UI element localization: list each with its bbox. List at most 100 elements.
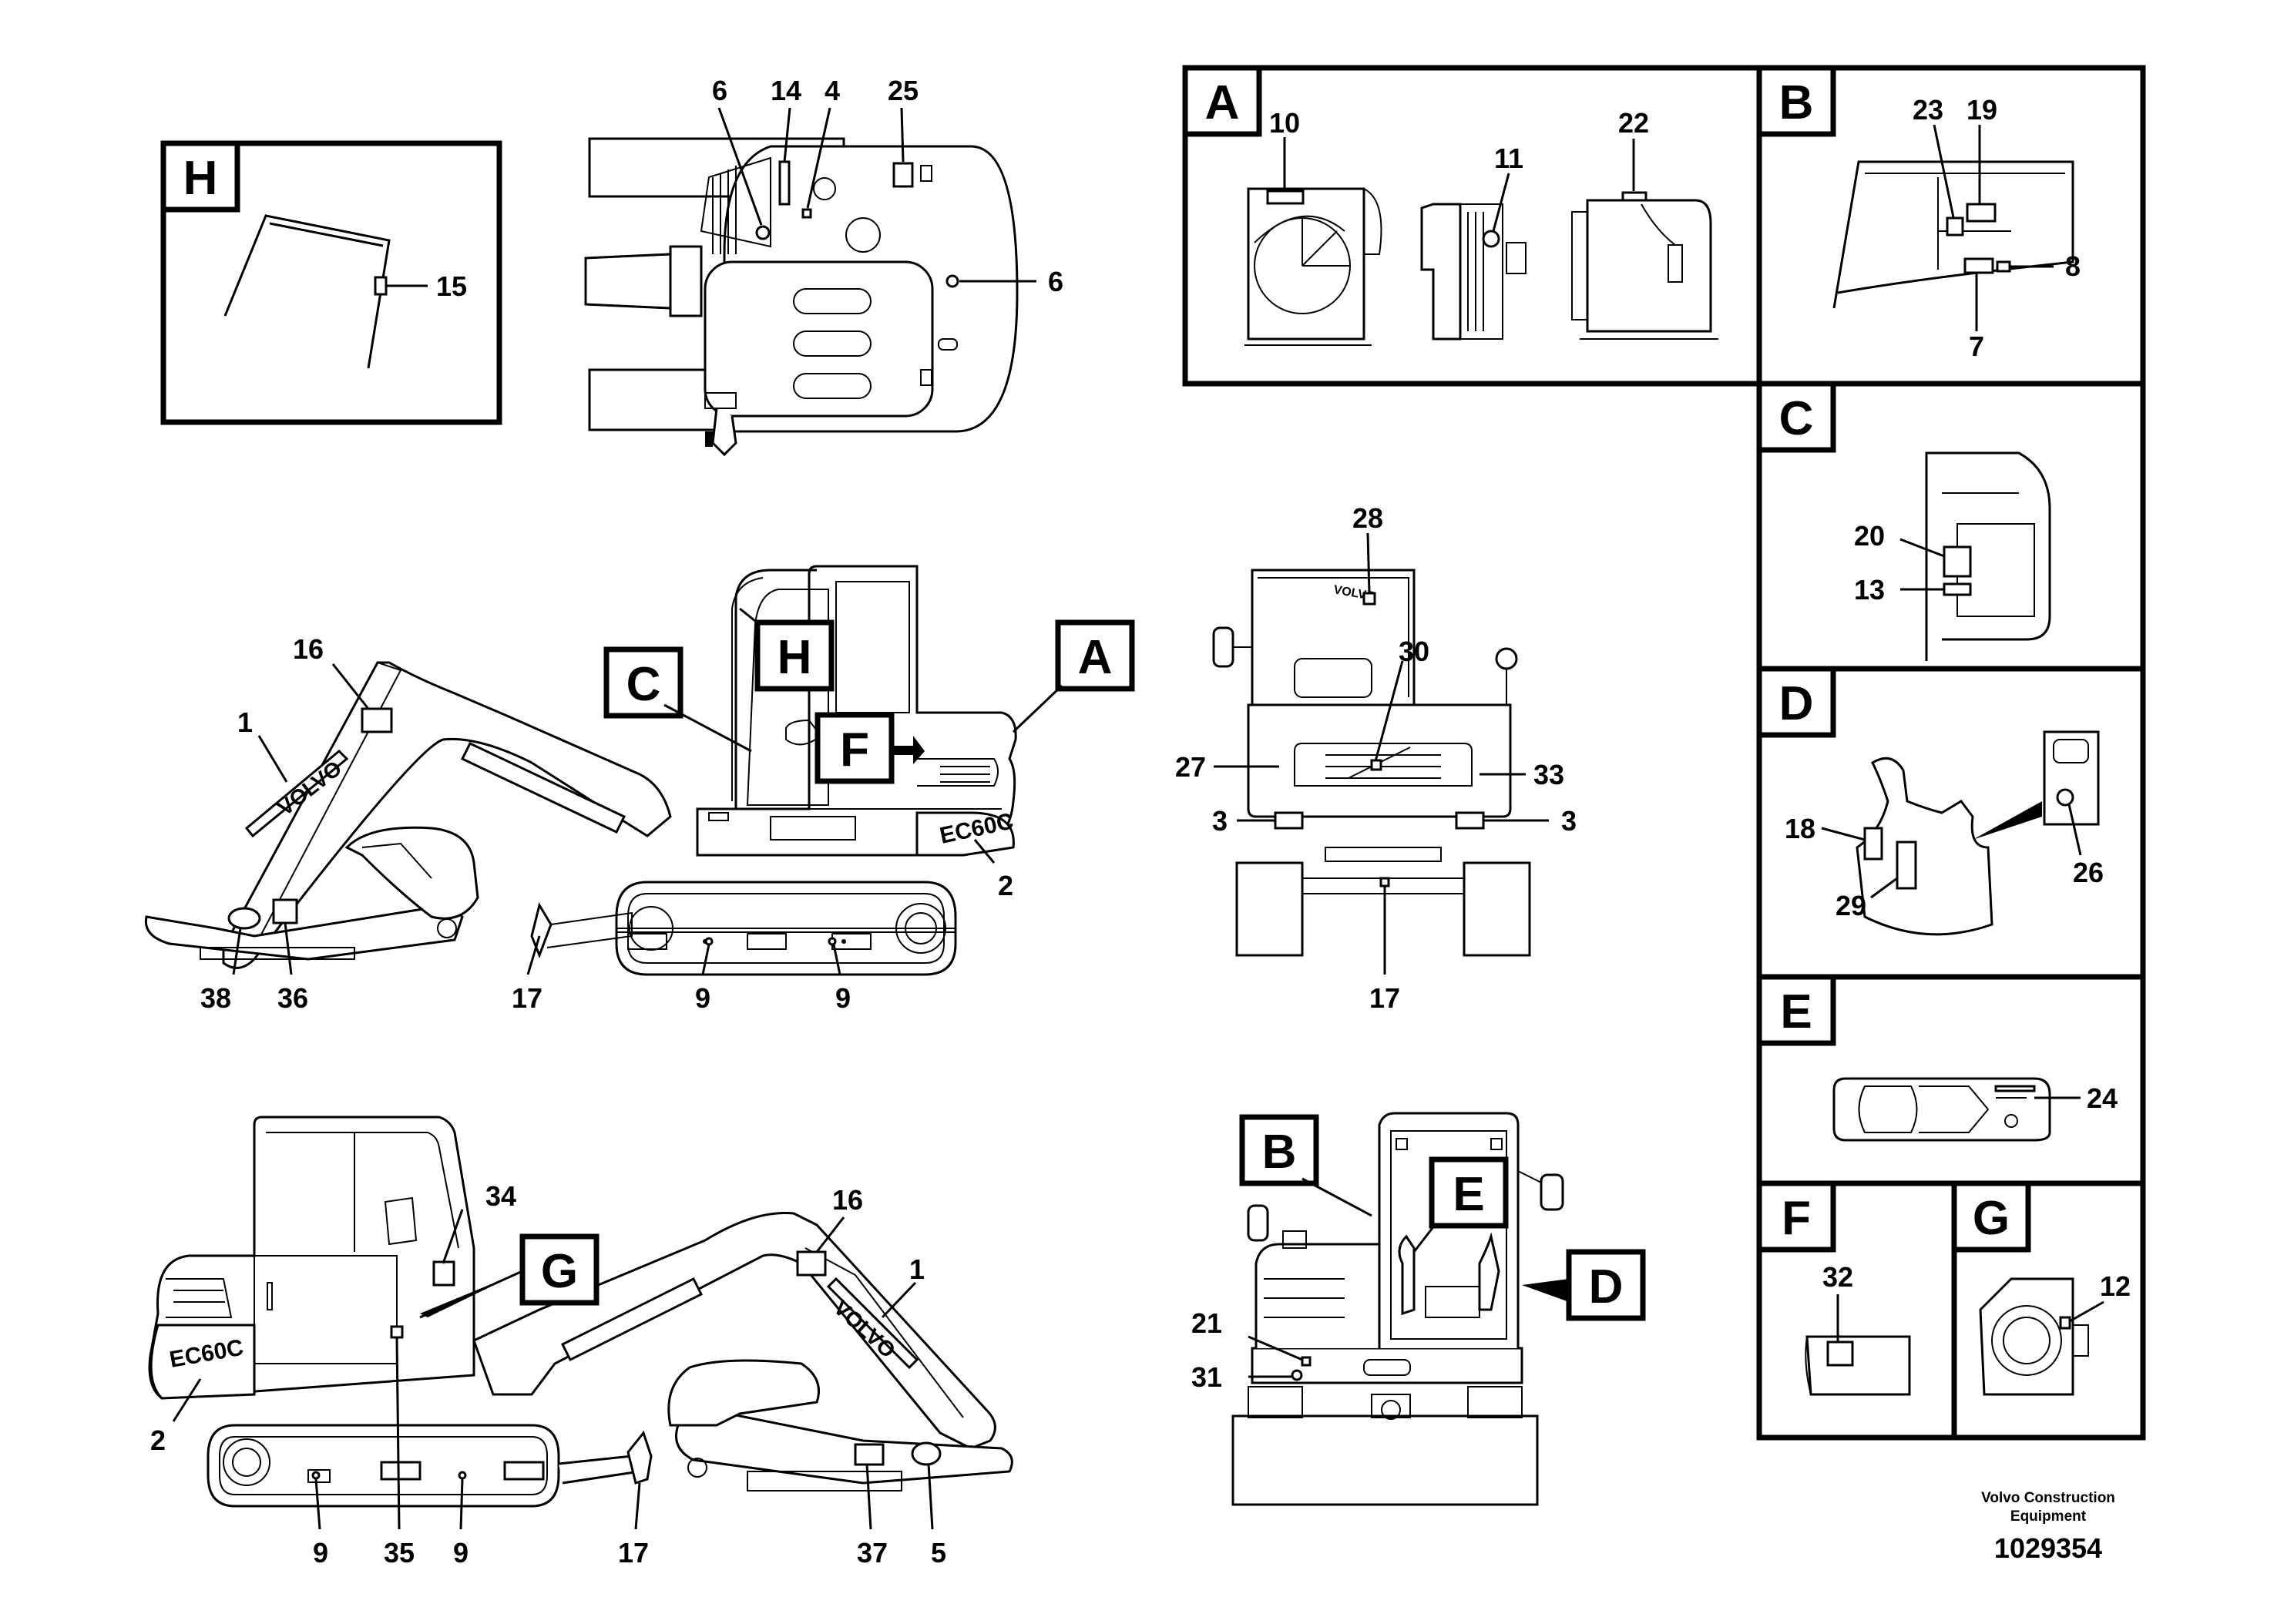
- callout-11: 11: [1494, 143, 1523, 174]
- callout-35: 35: [384, 1537, 415, 1569]
- leader-23: [1933, 124, 1955, 218]
- leader-9c: [314, 1478, 321, 1530]
- arm-left: [144, 904, 464, 961]
- control-console: [1856, 757, 1993, 936]
- callout-27: 27: [1175, 751, 1206, 783]
- callout-box-d: [1566, 1249, 1646, 1321]
- callout-31: 31: [1191, 1361, 1222, 1393]
- fuel-cap-top: [813, 177, 836, 200]
- left-side-view: EC60C VOLVO 16 1 38 36 17 9: [144, 565, 1135, 1014]
- leader-37: [865, 1463, 872, 1530]
- brand-stripe-right: [826, 1277, 919, 1370]
- leader-12: [2069, 1300, 2104, 1323]
- decal-31-marker: [1291, 1369, 1303, 1381]
- detail-h-label-box: [160, 140, 240, 213]
- decal-15-marker: [374, 276, 388, 296]
- callout-20: 20: [1854, 520, 1885, 552]
- leader-36: [284, 922, 293, 975]
- sprocket-right: [223, 1438, 270, 1486]
- detail-b-label-box: [1756, 65, 1836, 137]
- cab-rear-top: [1251, 569, 1416, 706]
- callout-box-a-letter: A: [1078, 631, 1113, 684]
- leader-28: [1366, 532, 1371, 594]
- leader-16-left: [331, 663, 370, 710]
- boom-cylinder-left: [460, 742, 626, 834]
- dozer-blade-right: [626, 1430, 653, 1485]
- decal-22-marker: [1621, 191, 1647, 202]
- decal-9d-marker: [458, 1471, 467, 1480]
- callout-box-f: [814, 712, 895, 784]
- hydraulic-tank-top: [845, 217, 881, 253]
- leader-29: [1870, 877, 1898, 899]
- decal-18-marker: [1863, 827, 1883, 861]
- decal-3a-marker: [1274, 811, 1304, 830]
- decal-14-marker: [778, 160, 791, 206]
- top-view: 6 14 4 25 6: [584, 75, 1063, 457]
- bucket-left: [344, 826, 479, 920]
- detail-a-letter: A: [1205, 76, 1240, 129]
- mirror-rear-right: [1495, 647, 1518, 670]
- leader-20: [1899, 538, 1945, 558]
- callout-14: 14: [771, 75, 801, 106]
- operator-seat-front: [1425, 1286, 1480, 1318]
- decal-35-marker: [390, 1325, 404, 1339]
- rear-view: VOLVO 28 30 27 33 3 3 17: [1175, 502, 1577, 1014]
- radiator-side: [1420, 203, 1462, 341]
- pointer-f: [892, 736, 925, 764]
- cab-front: [1378, 1112, 1520, 1348]
- pointer-d: [1522, 1279, 1569, 1302]
- footer-company-line1: Volvo Construction: [1981, 1490, 2115, 1506]
- decal-29-marker: [1896, 841, 1917, 890]
- decal-9a-marker: [704, 937, 714, 946]
- decal-9b-marker: [828, 937, 837, 946]
- callout-15: 15: [436, 270, 467, 302]
- decal-7-marker: [1963, 257, 1994, 274]
- mirror-front-left: [1247, 1204, 1269, 1242]
- callout-16-left: 16: [293, 633, 324, 665]
- leader-21: [1248, 1335, 1303, 1361]
- track-rear-left: [1235, 861, 1304, 957]
- callout-8: 8: [2065, 250, 2081, 282]
- detail-d-label-box: [1756, 666, 1836, 738]
- leader-1-left: [257, 735, 288, 783]
- callout-9a: 9: [695, 982, 710, 1014]
- leader-9b: [832, 944, 841, 975]
- counterweight-right: [149, 1324, 256, 1400]
- mirror-rear-left: [1212, 626, 1234, 668]
- decal-16-marker-right: [796, 1250, 827, 1277]
- decal-12-marker: [2059, 1316, 2071, 1330]
- engine-hood-right: [254, 1255, 398, 1364]
- callout-17-right: 17: [618, 1537, 649, 1569]
- detail-a-label-box: [1182, 65, 1262, 137]
- callout-6b: 6: [1048, 266, 1063, 297]
- detail-f-letter: F: [1782, 1192, 1811, 1245]
- boom-cylinder-right: [560, 1277, 704, 1362]
- callout-30: 30: [1399, 636, 1429, 667]
- counterweight-side: [1805, 1335, 1911, 1396]
- decal-25-marker: [892, 162, 914, 188]
- callout-29: 29: [1836, 890, 1866, 921]
- detail-f-label-box: [1756, 1180, 1836, 1253]
- blade-front: [1231, 1414, 1539, 1506]
- callout-17b: 17: [1369, 982, 1400, 1014]
- callout-32: 32: [1822, 1261, 1853, 1293]
- decal-21-marker: [1301, 1356, 1312, 1367]
- boom-right: [472, 1211, 996, 1450]
- detail-e-label-box: [1756, 974, 1836, 1046]
- leader-2-right: [172, 1378, 202, 1422]
- detail-grid: A 10 11 22 B: [1182, 65, 2146, 1441]
- callout-box-b: [1239, 1114, 1319, 1186]
- detail-h-panel: H 15: [160, 140, 502, 425]
- decal-4-marker: [801, 208, 812, 219]
- cab-rear-outline: [1832, 160, 2074, 309]
- decal-34-marker: [432, 1260, 455, 1287]
- decal-3b-marker: [1455, 811, 1485, 830]
- radiator-front: [1247, 187, 1365, 341]
- leader-34: [442, 1209, 464, 1264]
- callout-38: 38: [200, 982, 231, 1014]
- callout-3b: 3: [1561, 805, 1577, 837]
- cab-door-window-outline: [223, 214, 391, 369]
- detail-b-letter: B: [1779, 76, 1814, 129]
